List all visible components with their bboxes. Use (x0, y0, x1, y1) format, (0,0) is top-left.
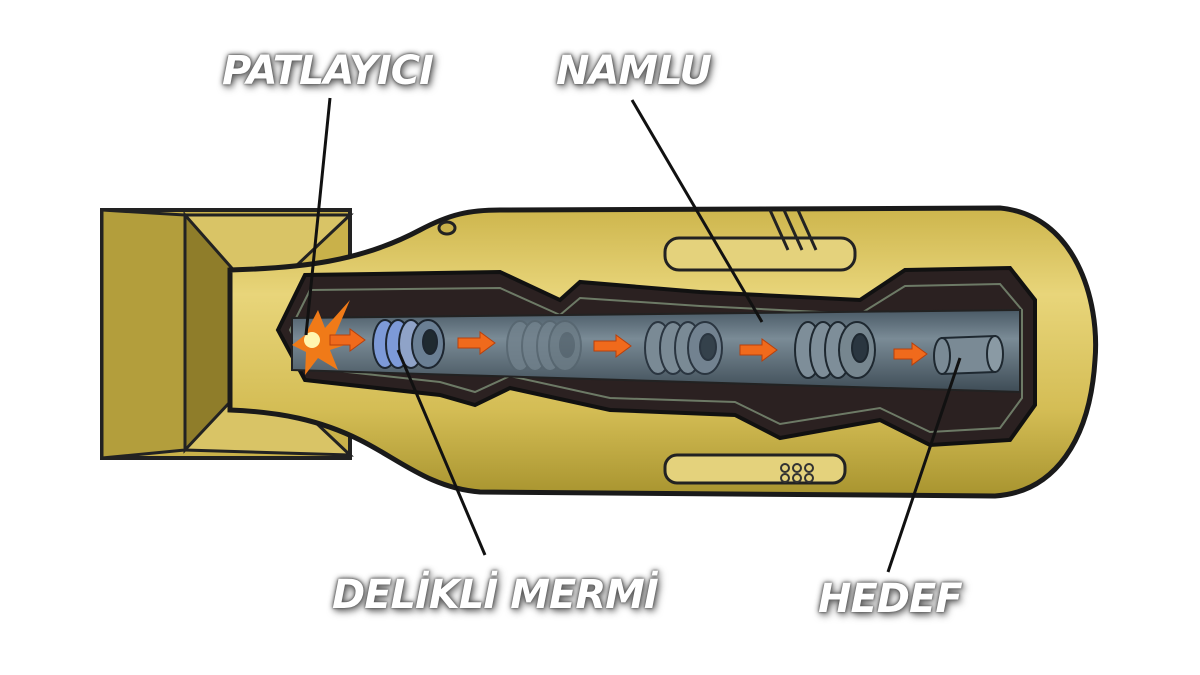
arrow-icon (893, 342, 928, 366)
explosion-icon (292, 300, 350, 375)
arrow-icon (593, 334, 632, 358)
bottom-panel (663, 453, 847, 485)
label-explosive: PATLAYICI (222, 48, 434, 94)
vent-holes (780, 463, 814, 483)
leader-line-target (886, 357, 962, 573)
projectile-start (372, 319, 445, 369)
label-target: HEDEF (818, 576, 963, 622)
label-barrel: NAMLU (556, 48, 712, 94)
leader-line-projectile (396, 349, 487, 556)
projectile-ghost-3 (794, 321, 876, 379)
target-cylinder (933, 334, 1004, 376)
projectile-ghost-2 (644, 321, 723, 375)
arrow-icon (457, 331, 496, 355)
antenna-icon (768, 209, 818, 251)
projectile-ghost-1 (506, 320, 582, 372)
leader-line-barrel (630, 99, 764, 323)
label-projectile: DELİKLİ MERMİ (332, 572, 659, 618)
arrow-icon (739, 338, 778, 362)
arrow-icon (329, 328, 366, 352)
top-panel (663, 236, 857, 272)
leader-line-explosive (304, 97, 332, 336)
